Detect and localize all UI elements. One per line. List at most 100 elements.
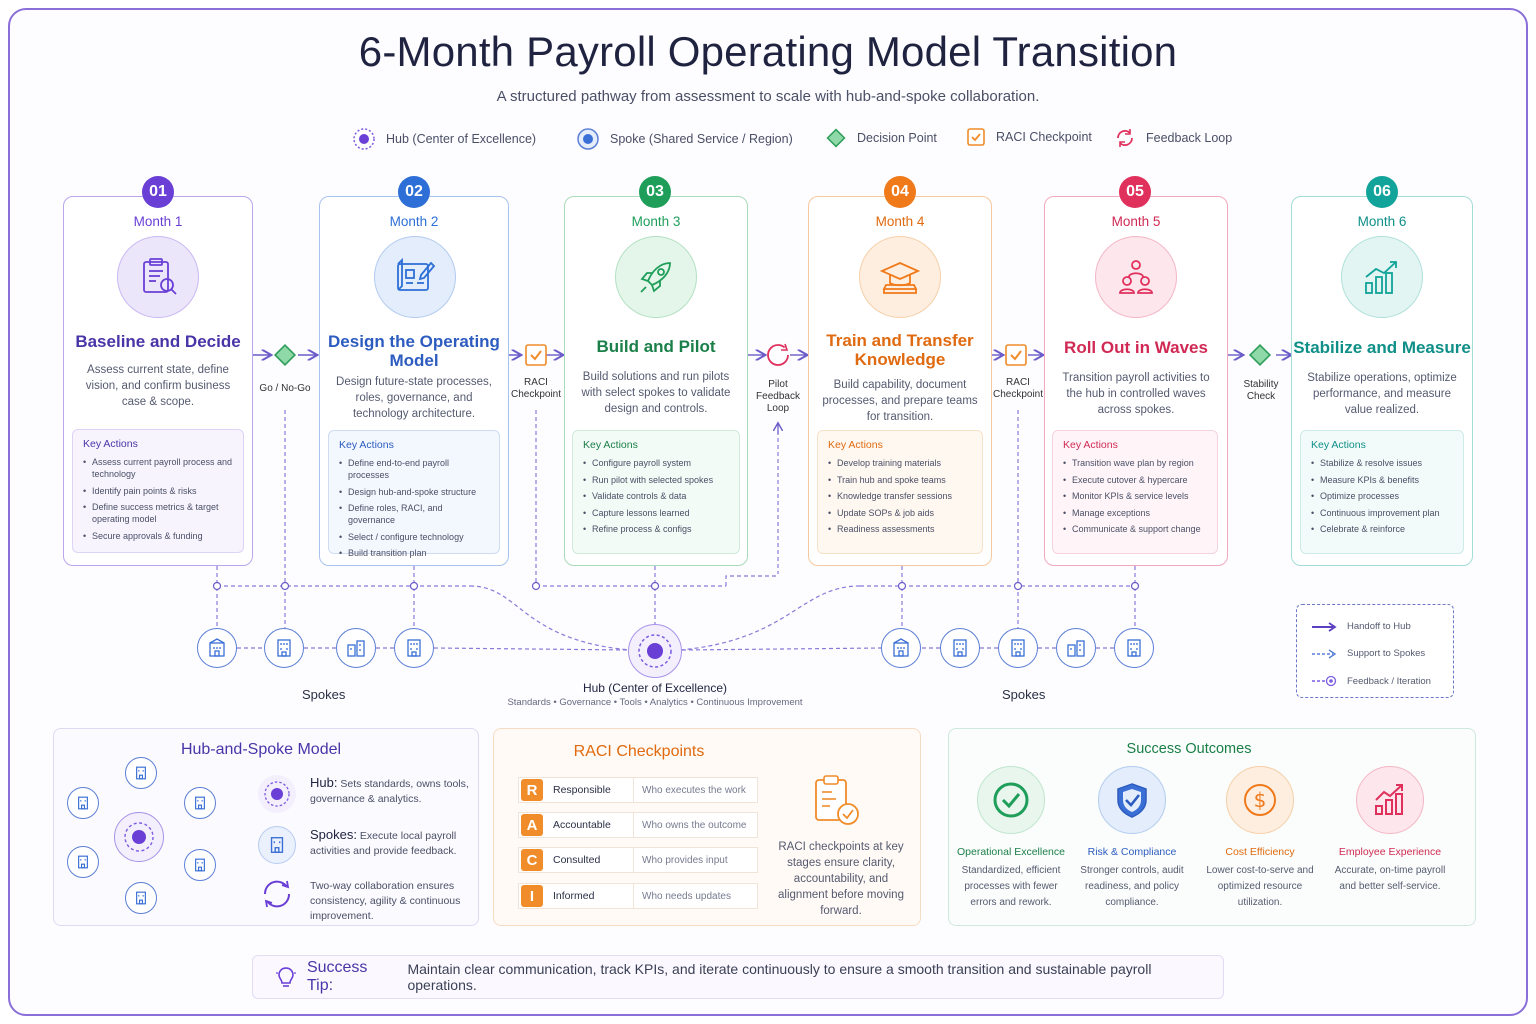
legend-spoke: Spoke (Shared Service / Region) xyxy=(576,127,793,151)
page-title: 6-Month Payroll Operating Model Transiti… xyxy=(358,28,1178,75)
spoke-building-icon xyxy=(881,628,921,668)
step-desc-5: Transition payroll activities to the hub… xyxy=(1062,372,1210,416)
clipboard-search-icon xyxy=(117,236,199,318)
hub-icon xyxy=(114,812,164,862)
action-item: Stabilize & resolve issues xyxy=(1311,457,1453,469)
step-title-2: Design the Operating Model xyxy=(328,332,500,370)
hub-icon xyxy=(353,128,375,150)
action-item: Optimize processes xyxy=(1311,490,1453,502)
decision-diamond-icon xyxy=(273,343,297,367)
hub-label: Hub (Center of Excellence) xyxy=(582,681,728,695)
key-handoff: Handoff to Hub xyxy=(1311,621,1411,632)
step-title-6: Stabilize and Measure xyxy=(1293,338,1471,357)
key-support: Support to Spokes xyxy=(1311,648,1425,659)
success-tip-title: Success Tip: xyxy=(306,959,368,994)
key-actions-6: Key Actions Stabilize & resolve issues M… xyxy=(1300,430,1464,554)
key-feedback: Feedback / Iteration xyxy=(1311,675,1431,687)
action-item: Build transition plan xyxy=(339,547,489,559)
spokes-label-left: Spokes xyxy=(302,687,346,702)
spoke-building-icon xyxy=(184,849,216,881)
action-item: Communicate & support change xyxy=(1063,523,1207,535)
action-item: Capture lessons learned xyxy=(583,507,729,519)
diamond-icon xyxy=(826,128,846,148)
step-number-6: 06 xyxy=(1366,176,1398,208)
action-item: Validate controls & data xyxy=(583,490,729,502)
step-number-3: 03 xyxy=(639,176,671,208)
decision-diamond-icon xyxy=(1248,343,1272,367)
action-item: Design hub-and-spoke structure xyxy=(339,486,489,498)
spokes-description: Spokes: Execute local payroll activities… xyxy=(310,827,457,857)
step-desc-3: Build solutions and run pilots with sele… xyxy=(581,371,731,415)
outcome-risk-compliance: Risk & Compliance Stronger controls, aud… xyxy=(1072,766,1192,911)
feedback-loop-icon xyxy=(767,343,789,366)
key-actions-5: Key Actions Transition wave plan by regi… xyxy=(1052,430,1218,554)
step-month-1: Month 1 xyxy=(133,214,183,229)
growth-chart-icon xyxy=(1341,236,1423,318)
action-item: Train hub and spoke teams xyxy=(828,474,972,486)
blueprint-icon xyxy=(374,236,456,318)
step-title-5: Roll Out in Waves xyxy=(1064,338,1208,357)
spoke-building-icon xyxy=(1114,628,1154,668)
action-item: Secure approvals & funding xyxy=(83,530,233,542)
lightbulb-icon xyxy=(275,967,296,987)
action-item: Assess current payroll process and techn… xyxy=(83,456,233,480)
key-actions-1: Key Actions Assess current payroll proce… xyxy=(72,429,244,553)
collaboration-description: Two-way collaboration ensures consistenc… xyxy=(310,880,461,922)
step-number-4: 04 xyxy=(884,176,916,208)
action-item: Define roles, RACI, and governance xyxy=(339,502,489,526)
action-item: Update SOPs & job aids xyxy=(828,507,972,519)
step-desc-6: Stabilize operations, optimize performan… xyxy=(1307,372,1457,416)
key-actions-3: Key Actions Configure payroll system Run… xyxy=(572,430,740,554)
action-item: Execute cutover & hypercare xyxy=(1063,474,1207,486)
legend-feedback: Feedback Loop xyxy=(1114,127,1232,149)
action-item: Knowledge transfer sessions xyxy=(828,490,972,502)
step-number-1: 01 xyxy=(142,176,174,208)
raci-checkbox-icon xyxy=(525,344,547,366)
checkbox-icon xyxy=(967,128,985,146)
spoke-building-icon xyxy=(125,882,157,914)
connector-raci-1: RACI Checkpoint xyxy=(510,377,562,400)
connector-go-no-go: Go / No-Go xyxy=(259,383,311,394)
svg-text:$: $ xyxy=(1254,788,1267,812)
step-month-4: Month 4 xyxy=(875,214,925,229)
spoke-icon xyxy=(577,128,599,150)
connector-stability-check: Stability Check xyxy=(1243,379,1279,402)
step-desc-4: Build capability, document processes, an… xyxy=(822,379,978,423)
step-desc-2: Design future-state processes, roles, go… xyxy=(336,376,492,420)
action-item: Manage exceptions xyxy=(1063,507,1207,519)
rocket-icon xyxy=(615,236,697,318)
step-month-6: Month 6 xyxy=(1357,214,1407,229)
spoke-building-icon xyxy=(394,628,434,668)
growth-bars-icon xyxy=(1356,766,1424,834)
flow-key: Handoff to Hub Support to Spokes Feedbac… xyxy=(1296,604,1454,698)
step-month-5: Month 5 xyxy=(1111,214,1161,229)
spoke-building-icon xyxy=(1056,628,1096,668)
action-item: Continuous improvement plan xyxy=(1311,507,1453,519)
dollar-coin-icon: $ xyxy=(1226,766,1294,834)
spoke-building-icon xyxy=(125,757,157,789)
action-item: Refine process & configs xyxy=(583,523,729,535)
step-title-3: Build and Pilot xyxy=(596,337,716,356)
action-item: Configure payroll system xyxy=(583,457,729,469)
action-item: Define success metrics & target operatin… xyxy=(83,501,233,525)
shield-check-icon xyxy=(1098,766,1166,834)
hub-small-icon xyxy=(258,775,296,813)
hub-sublabel: Standards • Governance • Tools • Analyti… xyxy=(507,697,803,708)
spoke-building-icon xyxy=(264,628,304,668)
action-item: Monitor KPIs & service levels xyxy=(1063,490,1207,502)
step-month-3: Month 3 xyxy=(631,214,681,229)
key-actions-2: Key Actions Define end-to-end payroll pr… xyxy=(328,430,500,559)
spoke-building-icon xyxy=(184,787,216,819)
action-item: Identify pain points & risks xyxy=(83,485,233,497)
raci-checkbox-icon xyxy=(1005,344,1027,366)
action-item: Readiness assessments xyxy=(828,523,972,535)
raci-panel-title: RACI Checkpoints xyxy=(573,743,705,760)
outcome-employee-experience: Employee Experience Accurate, on-time pa… xyxy=(1330,766,1450,895)
connector-pilot-feedback: Pilot Feedback Loop xyxy=(756,379,800,414)
check-circle-icon xyxy=(977,766,1045,834)
step-month-2: Month 2 xyxy=(389,214,439,229)
step-title-1: Baseline and Decide xyxy=(75,332,241,351)
